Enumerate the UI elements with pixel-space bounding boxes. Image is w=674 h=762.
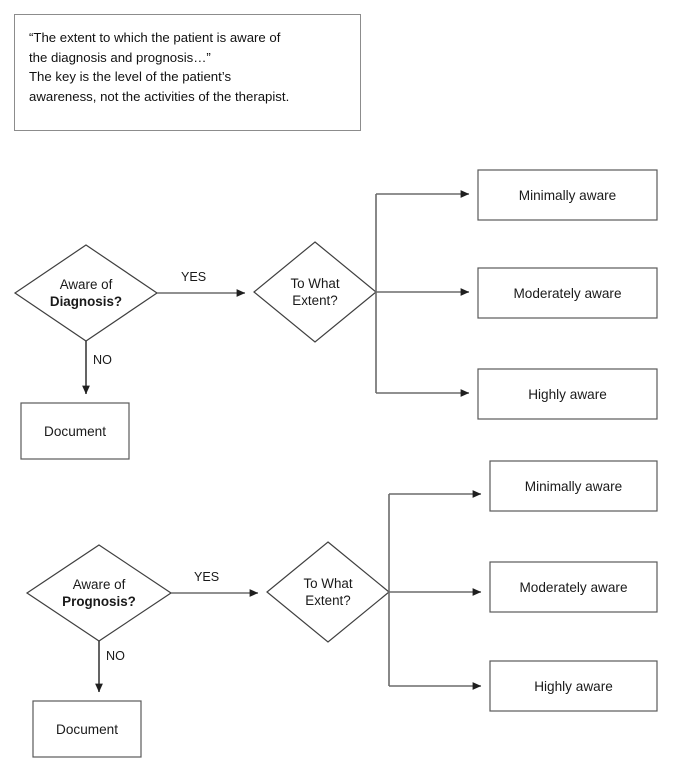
outcome-box-prognosis-1[interactable] <box>489 561 658 613</box>
quote-callout: “The extent to which the patient is awar… <box>14 14 361 131</box>
document-box-prognosis[interactable] <box>32 700 142 758</box>
edge-label-prognosis-no: NO <box>106 649 125 663</box>
decision-diamond-prognosis[interactable] <box>25 544 173 642</box>
outcome-box-prognosis-0[interactable] <box>489 460 658 512</box>
quote-line-3: The key is the level of the patient’s <box>29 69 232 84</box>
edge-label-prognosis-yes: YES <box>194 570 220 584</box>
edge-label-diagnosis-yes: YES <box>181 270 207 284</box>
document-box-diagnosis[interactable] <box>20 402 130 460</box>
outcome-box-diagnosis-2[interactable] <box>477 368 658 420</box>
outcome-box-diagnosis-1[interactable] <box>477 267 658 319</box>
quote-line-2: the diagnosis and prognosis…” <box>29 49 211 65</box>
outcome-box-diagnosis-0[interactable] <box>477 169 658 221</box>
extent-diamond-prognosis[interactable] <box>266 541 390 643</box>
quote-line-1: “The extent to which the patient is awar… <box>29 30 281 45</box>
outcome-box-prognosis-2[interactable] <box>489 660 658 712</box>
quote-line-4: awareness, not the activities of the the… <box>29 88 290 104</box>
decision-diamond-diagnosis[interactable] <box>13 244 159 342</box>
extent-diamond-diagnosis[interactable] <box>253 241 377 343</box>
edge-label-diagnosis-no: NO <box>93 353 112 367</box>
